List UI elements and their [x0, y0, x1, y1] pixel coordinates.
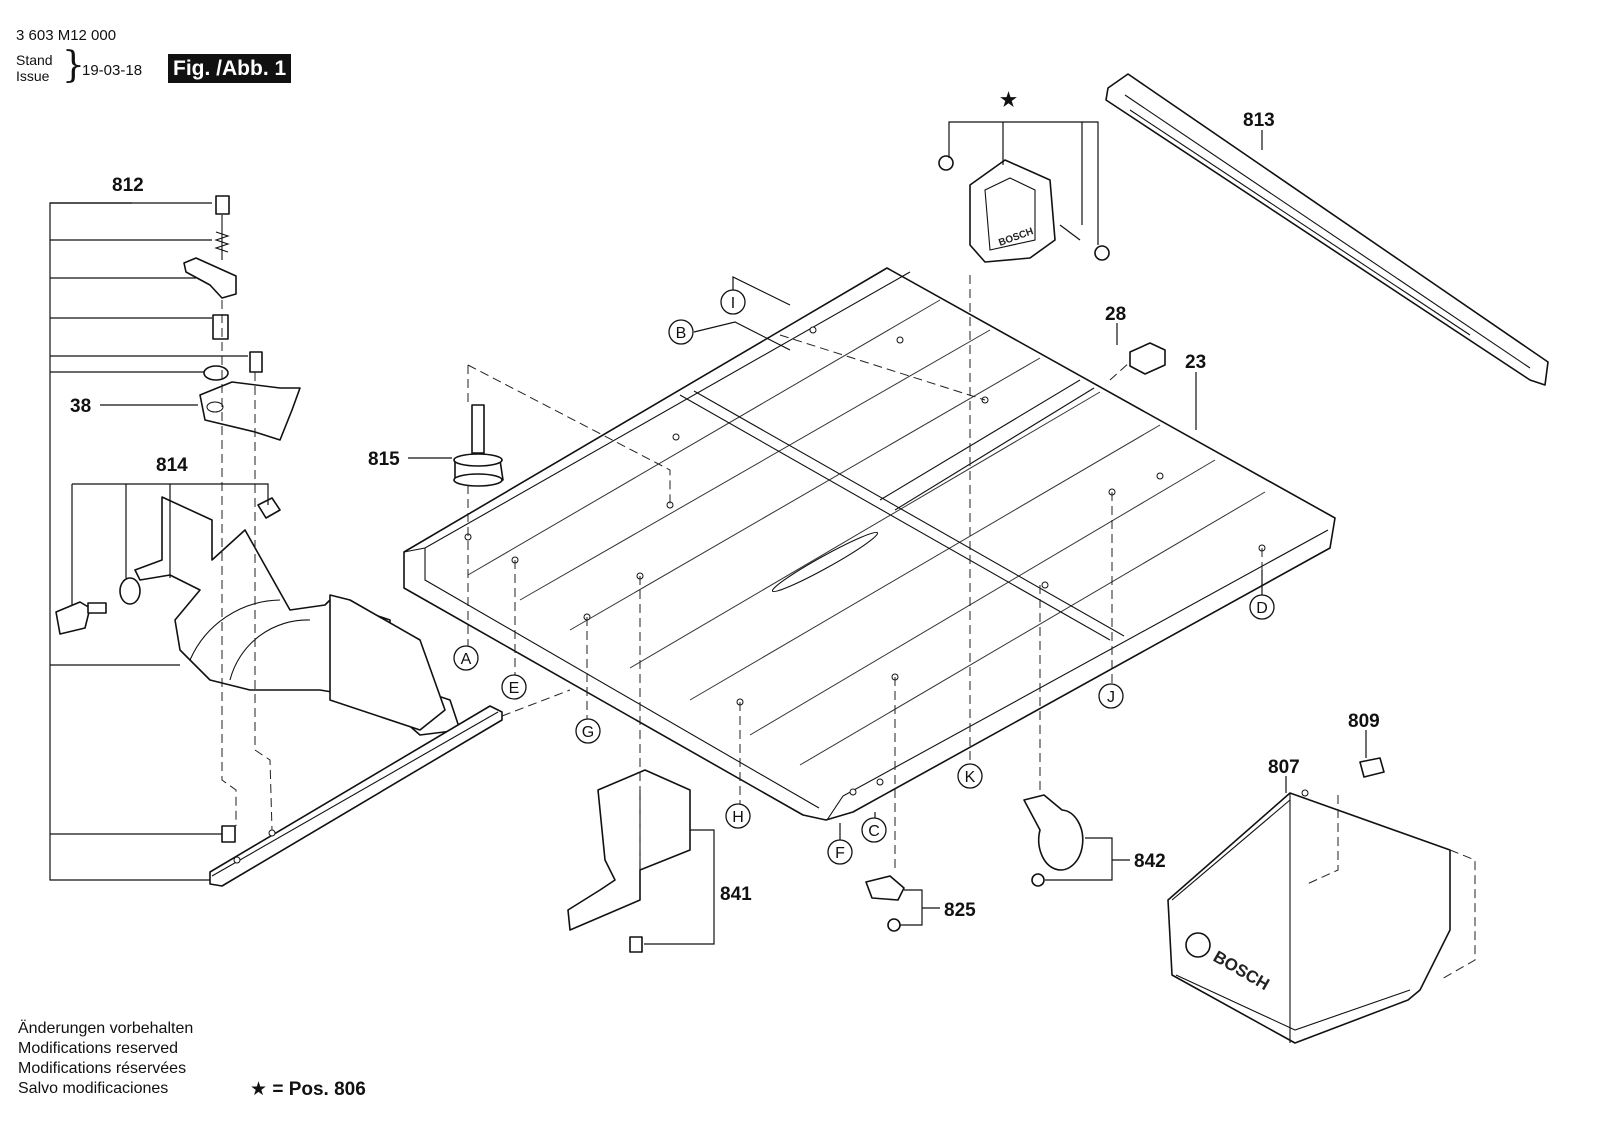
ref-K: K [965, 769, 976, 786]
note-spanish: Salvo modificaciones [18, 1080, 169, 1097]
issue-date: 19-03-18 [82, 62, 143, 79]
part-815: 815 [368, 449, 400, 470]
part-28: 28 [1105, 304, 1126, 325]
ref-B: B [676, 325, 687, 342]
star-legend: ★ = Pos. 806 [250, 1078, 366, 1101]
strap-clamp [1023, 794, 1084, 887]
part-809: 809 [1348, 711, 1380, 732]
clip-part [865, 875, 905, 932]
part-numbers: 812 38 814 815 813 28 23 809 807 841 825… [70, 90, 1380, 921]
ref-E: E [509, 680, 520, 697]
stand-label: Stand [16, 52, 53, 68]
figure-label: Fig. /Abb. 1 [168, 54, 292, 83]
star-icon: ★ [250, 1078, 268, 1100]
ref-F: F [835, 845, 845, 862]
table-top [403, 267, 1336, 821]
ref-A: A [461, 651, 472, 668]
rip-fence [1105, 73, 1549, 386]
ref-C: C [868, 823, 880, 840]
ref-D: D [1256, 600, 1268, 617]
brace-symbol: } [62, 45, 85, 86]
fence-clamp: BOSCH [938, 121, 1110, 263]
part-38: 38 [70, 396, 91, 417]
part-807: 807 [1268, 757, 1300, 778]
part-841: 841 [720, 884, 752, 905]
riving-bracket [567, 769, 691, 953]
miter-gauge-assembly [55, 195, 503, 887]
issue-label: Issue [16, 68, 50, 84]
part-813: 813 [1243, 110, 1275, 131]
part-814: 814 [156, 455, 188, 476]
star-marker: ★ [1000, 90, 1017, 111]
reference-callouts: A B C D E F G H I J K [453, 289, 1275, 865]
star-legend-text: = Pos. 806 [267, 1079, 366, 1100]
insert-block [1129, 342, 1166, 375]
ref-I: I [731, 295, 735, 312]
note-french: Modifications réservées [18, 1060, 187, 1077]
ref-H: H [732, 809, 744, 826]
note-german: Änderungen vorbehalten [18, 1020, 194, 1037]
height-adjust-knob [453, 404, 504, 487]
part-812: 812 [112, 175, 144, 196]
part-23: 23 [1185, 352, 1206, 373]
document-number: 3 603 M12 000 [16, 27, 117, 44]
leader-lines [49, 130, 1367, 945]
assembly-lines [221, 275, 1339, 886]
ref-G: G [582, 724, 594, 741]
note-english: Modifications reserved [18, 1040, 179, 1057]
part-825: 825 [944, 900, 976, 921]
part-842: 842 [1134, 851, 1166, 872]
motor-cover: BOSCH [1167, 757, 1476, 1044]
ref-J: J [1107, 689, 1115, 706]
